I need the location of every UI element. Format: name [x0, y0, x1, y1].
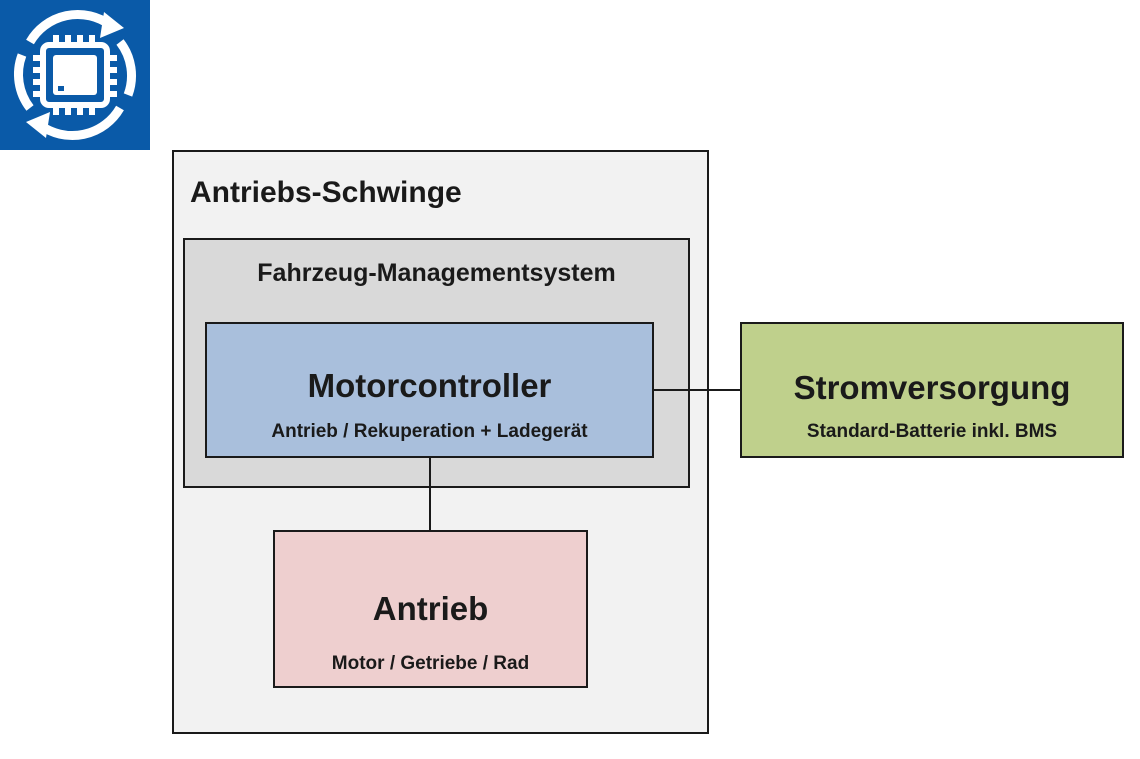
antrieb-title: Antrieb [372, 590, 489, 627]
chip-cycle-logo [0, 0, 150, 150]
motorcontroller-box [205, 322, 654, 458]
antrieb-box [273, 530, 588, 688]
chip-icon [14, 10, 136, 140]
stromversorgung-title: Stromversorgung [793, 369, 1071, 406]
connector-motorcontroller-antrieb [429, 458, 431, 530]
stromversorgung-box [740, 322, 1124, 458]
motorcontroller-subtitle: Antrieb / Rekuperation + Ladegerät [271, 421, 588, 442]
stromversorgung-subtitle: Standard-Batterie inkl. BMS [806, 421, 1058, 442]
antriebs-schwinge-title: Antriebs-Schwinge [190, 176, 462, 209]
antrieb-subtitle: Motor / Getriebe / Rad [331, 653, 530, 674]
connector-motorcontroller-stromversorgung [654, 389, 740, 391]
motorcontroller-title: Motorcontroller [307, 367, 552, 404]
fahrzeug-managementsystem-title: Fahrzeug-Managementsystem [257, 259, 616, 287]
